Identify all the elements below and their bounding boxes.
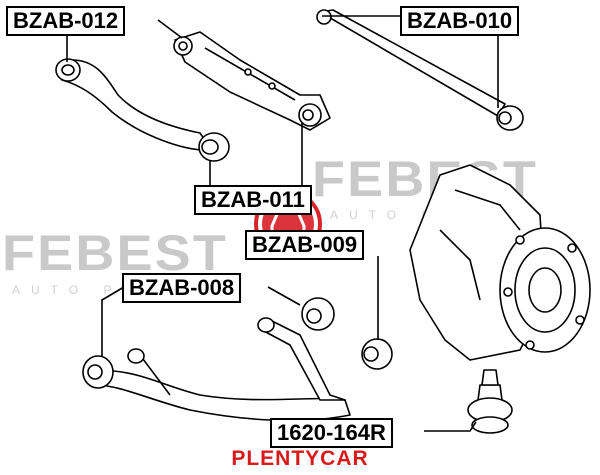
watermark-logo-left: FEBEST (2, 225, 228, 281)
label-bzab-008: BZAB-008 (122, 273, 242, 303)
arm-010-drawing (316, 9, 524, 131)
knuckle-hub-drawing (409, 164, 591, 361)
label-bzab-011: BZAB-011 (194, 185, 312, 215)
leader-012b (157, 19, 183, 39)
label-bzab-009: BZAB-009 (245, 230, 365, 260)
bushing-009-drawing (361, 338, 393, 370)
label-bzab-012: BZAB-012 (6, 6, 126, 36)
leader-008-right (267, 286, 301, 306)
leader-008-left (101, 286, 125, 356)
brand-text: PLENTYCAR (231, 447, 369, 470)
arm-008-drawing (82, 297, 351, 422)
arm-011-drawing (173, 31, 331, 131)
arm-012-drawing (55, 58, 230, 162)
ball-joint-drawing (467, 369, 513, 434)
label-bzab-010: BZAB-010 (400, 6, 520, 36)
label-ball-joint: 1620-164R (270, 418, 393, 448)
leader-ball-joint (424, 421, 477, 432)
